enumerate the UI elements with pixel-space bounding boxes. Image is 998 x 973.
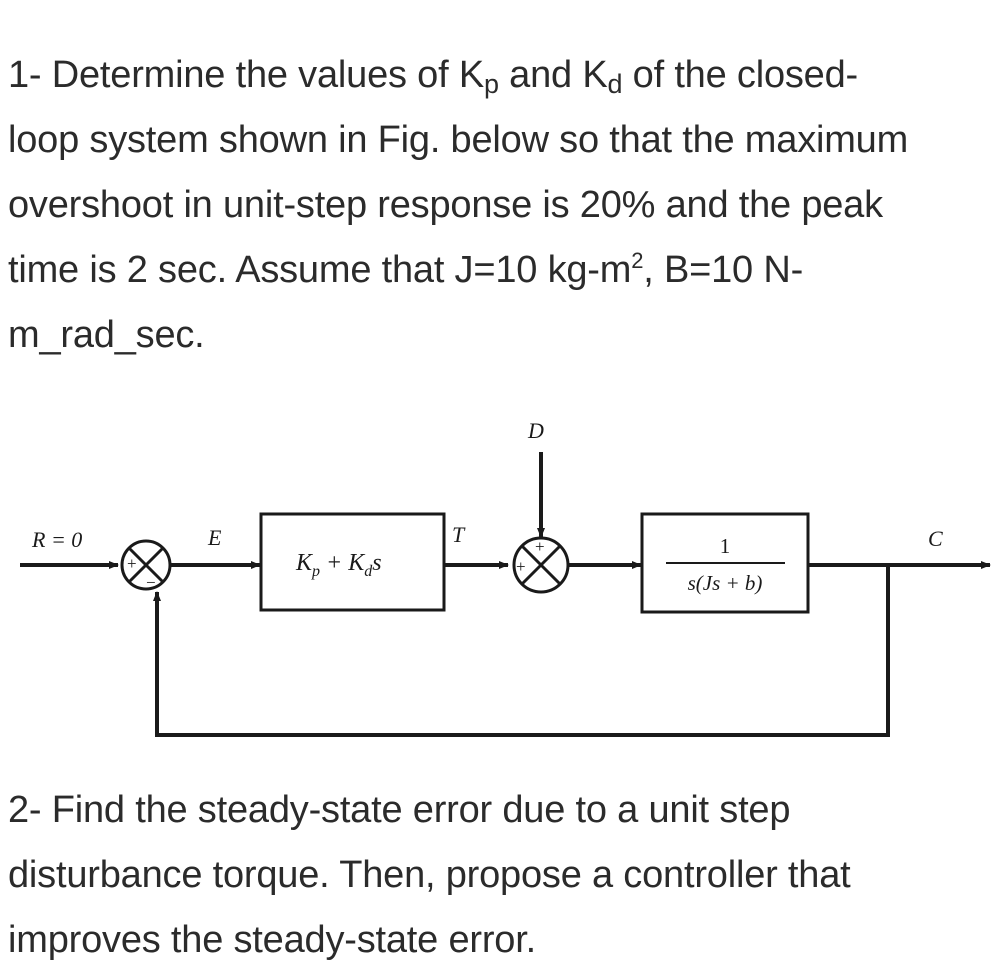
question-number: 1- [8, 54, 52, 96]
question-1-line-1: 1- Determine the values of Kp and Kd of … [8, 43, 993, 108]
question-1-line-3: overshoot in unit-step response is 20% a… [8, 184, 883, 226]
question-2-line-3: improves the steady-state error. [8, 919, 536, 961]
question-2: 2- Find the steady-state error due to a … [8, 778, 993, 973]
question-text: and K [498, 54, 608, 96]
question-2-line-2: disturbance torque. Then, propose a cont… [8, 854, 851, 896]
output-label: C [928, 526, 943, 551]
cropped-text-fragment [0, 0, 30, 6]
sum2-plus-left-sign: + [516, 557, 526, 576]
sum1-plus-sign: + [127, 554, 137, 573]
question-text: time is 2 sec. Assume that J=10 kg-m [8, 249, 632, 291]
subscript-d: d [607, 69, 623, 99]
input-label: R = 0 [31, 527, 82, 552]
sum1-minus-sign: − [146, 573, 156, 592]
question-1-line-4: time is 2 sec. Assume that J=10 kg-m2, B… [8, 238, 993, 303]
controller-transfer-function: Kp + Kds [295, 550, 382, 580]
controller-block: Kp + Kds [259, 512, 446, 612]
question-text: of the closed- [622, 54, 859, 96]
subscript-p: p [483, 69, 499, 99]
feedback-path [155, 565, 890, 737]
question-1: 1- Determine the values of Kp and Kd of … [8, 43, 993, 368]
question-text: , B=10 N- [643, 249, 804, 291]
sum2-plus-top-sign: + [535, 537, 545, 556]
block-diagram: R = 0 + − E Kp + Kds T D + + [20, 418, 991, 737]
error-label: E [207, 525, 222, 550]
summing-junction-1: + − [120, 539, 172, 592]
summing-junction-2: + + [512, 536, 570, 594]
question-text: Determine the values of K [51, 54, 484, 96]
question-1-line-2: loop system shown in Fig. below so that … [8, 119, 909, 161]
disturbance-label: D [527, 418, 544, 443]
torque-label: T [452, 522, 466, 547]
question-2-line-1: 2- Find the steady-state error due to a … [8, 789, 791, 831]
plant-numerator: 1 [720, 534, 731, 558]
question-1-line-5: m_rad_sec. [8, 314, 205, 356]
superscript-2: 2 [631, 248, 644, 273]
plant-block: 1 s(Js + b) [640, 512, 810, 614]
plant-denominator: s(Js + b) [688, 571, 763, 595]
